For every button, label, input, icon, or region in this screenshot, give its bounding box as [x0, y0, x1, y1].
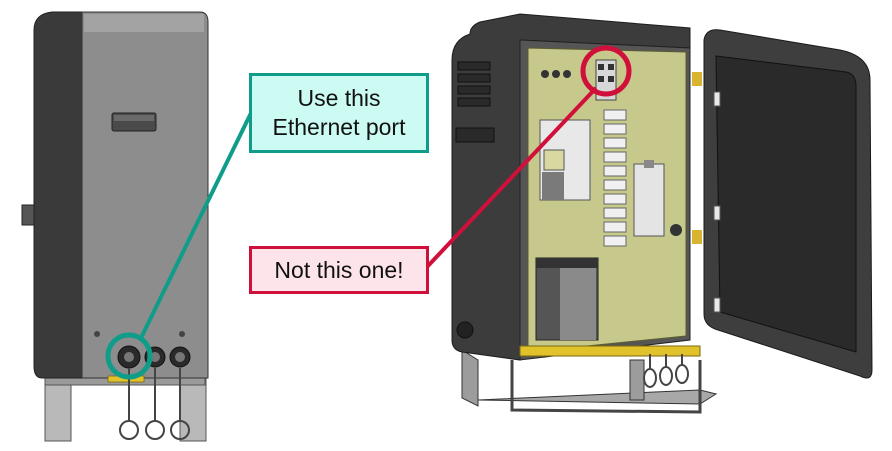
not-this-one-label: Not this one!: [274, 256, 404, 283]
not-this-one-callout: Not this one!: [249, 246, 429, 294]
use-this-port-label: Use this Ethernet port: [272, 85, 406, 140]
open-enclosure: [451, 13, 873, 414]
bad-callout-line: [424, 86, 598, 270]
wrong-port-highlight: [580, 45, 632, 97]
ethernet-port-icon: [117, 345, 141, 369]
ethernet-port-highlight: [105, 332, 153, 380]
good-callout-line: [138, 112, 253, 341]
side-view-enclosure: [21, 11, 209, 442]
use-this-port-callout: Use this Ethernet port: [249, 73, 429, 153]
